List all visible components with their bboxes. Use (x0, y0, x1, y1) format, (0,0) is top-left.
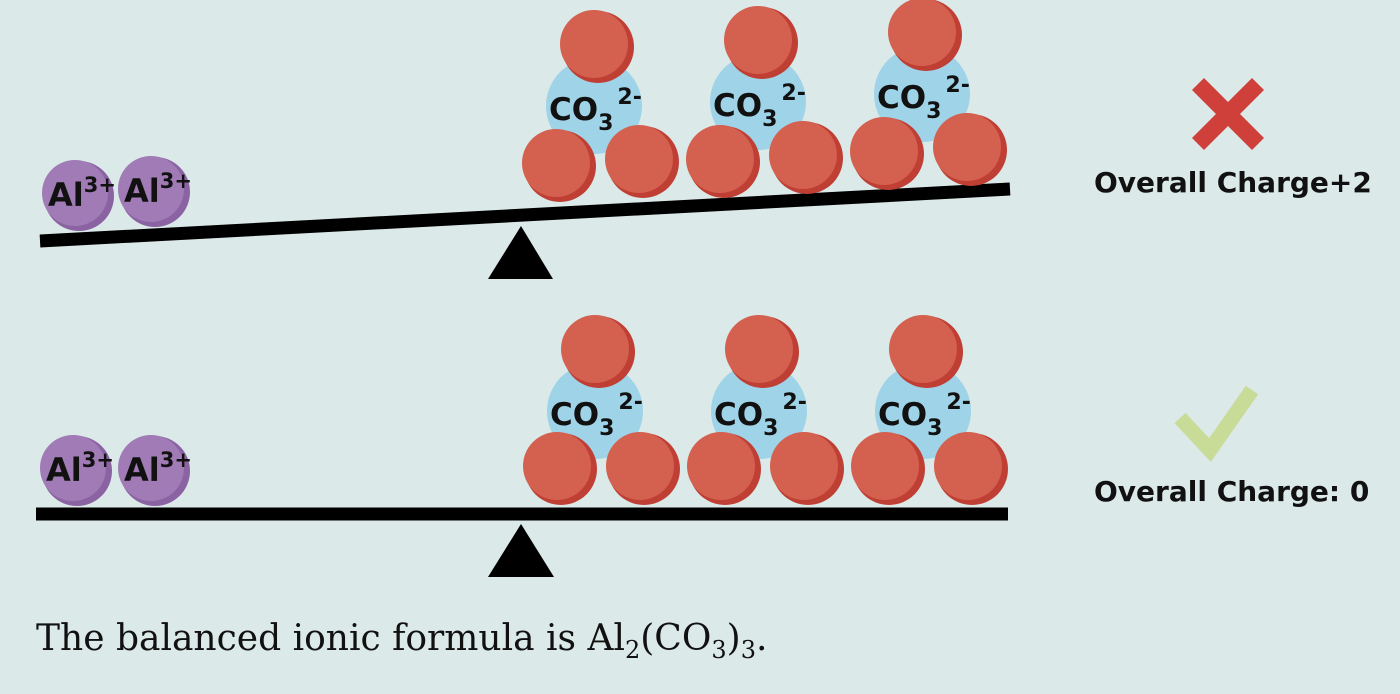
caption-subscript-o: 3 (711, 636, 727, 664)
oxygen-atom-top (889, 315, 963, 388)
aluminum-ion-2: Al3+ (118, 435, 192, 506)
oxygen-atom-left (522, 129, 596, 202)
beam-top (39, 182, 1011, 248)
oxygen-atom-right (769, 121, 843, 194)
carbon-core (874, 46, 970, 142)
anion-group-top: CO32-CO32-CO32- (522, 0, 1007, 202)
oxygen-atom-right (770, 432, 844, 505)
carbon-core (546, 58, 642, 154)
aluminum-ion-1: Al3+ (42, 160, 116, 231)
caption-paren-close: ) (726, 618, 741, 659)
carbonate-ion-1: CO32- (523, 315, 680, 505)
fulcrum-bottom (488, 524, 554, 577)
caption-paren-open: (CO (640, 618, 712, 659)
oxygen-atom-top (561, 315, 635, 388)
oxygen-atom-top (725, 315, 799, 388)
oxygen-atom-right (606, 432, 680, 505)
carbon-core (710, 54, 806, 150)
aluminum-ion-label: Al3+ (48, 173, 116, 214)
scale-balanced: Al3+Al3+ CO32-CO32-CO32- (36, 315, 1008, 577)
caption-suffix: . (755, 618, 768, 659)
caption-subscript-al: 2 (624, 636, 641, 664)
oxygen-atom-right (934, 432, 1008, 505)
fulcrum-top (488, 226, 553, 279)
oxygen-atom-left (850, 117, 924, 190)
verdict-text-balanced: Overall Charge: 0 (1094, 475, 1370, 508)
oxygen-atom-left (686, 125, 760, 198)
cross-icon (1191, 77, 1265, 151)
anion-group-bottom: CO32-CO32-CO32- (523, 315, 1008, 505)
scale-unbalanced: Al3+Al3+ CO32-CO32-CO32- (39, 0, 1011, 279)
caption-subscript-group: 3 (740, 636, 756, 664)
oxygen-atom-top (724, 6, 798, 79)
caption-prefix: The balanced ionic formula is Al (36, 618, 625, 659)
oxygen-atom-right (933, 113, 1007, 186)
formula-caption: The balanced ionic formula is Al2(CO3)3. (36, 618, 768, 662)
cation-group-top: Al3+Al3+ (42, 156, 192, 231)
carbonate-ion-3: CO32- (850, 0, 1007, 190)
carbonate-ion-2: CO32- (686, 6, 843, 198)
oxygen-atom-top (888, 0, 962, 71)
verdict-text-unbalanced: Overall Charge+2 (1094, 166, 1372, 199)
aluminum-ion-1: Al3+ (40, 435, 114, 506)
oxygen-atom-left (523, 432, 597, 505)
oxygen-atom-left (687, 432, 761, 505)
carbonate-ion-label: CO32- (877, 73, 970, 124)
cation-group-bottom: Al3+Al3+ (40, 435, 192, 506)
carbonate-ion-2: CO32- (687, 315, 844, 505)
oxygen-atom-right (605, 125, 679, 198)
carbonate-ion-3: CO32- (851, 315, 1008, 505)
aluminum-ion-2: Al3+ (118, 156, 192, 227)
carbonate-ion-1: CO32- (522, 10, 679, 202)
checkmark-icon (1174, 385, 1259, 462)
oxygen-atom-left (851, 432, 925, 505)
oxygen-atom-top (560, 10, 634, 83)
